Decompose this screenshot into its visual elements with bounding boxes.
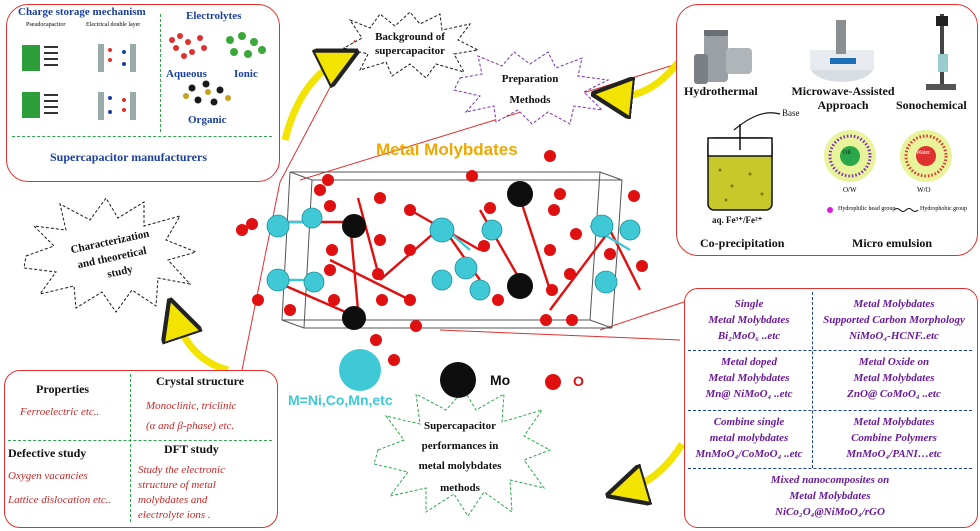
mixed-2: Metal Molybdates — [789, 490, 871, 502]
head-group-label: Hydrophilic head group — [838, 206, 896, 212]
oxide-3: ZnO@ CoMoO₄ ..etc — [847, 388, 941, 400]
water-label: Water — [916, 150, 931, 156]
ionic-label: Ionic — [234, 68, 258, 80]
microwave-icon — [810, 20, 874, 82]
hydrothermal-icon — [694, 30, 752, 84]
characterization-burst — [23, 197, 198, 313]
vacancies-label: Oxygen vacancies — [8, 470, 88, 482]
manufacturers-label: Supercapacitor manufacturers — [50, 150, 207, 164]
mo-atom-label: Mo — [490, 372, 511, 388]
materials-h-divider-2 — [688, 410, 972, 411]
mo-atom-icon — [440, 362, 476, 398]
dft-desc-4: electrolyte ions . — [138, 509, 211, 521]
dft-desc-2: structure of metal — [138, 479, 216, 491]
tail-group-label: Hydrophobic group — [920, 206, 968, 212]
single-3: Bi₂MoO₆ ..etc — [717, 330, 781, 342]
arrow-characterization — [176, 318, 229, 374]
ferroelectric-label: Ferroelectric etc.. — [20, 406, 100, 418]
carbon-2: Supported Carbon Morphology — [823, 314, 965, 326]
performance-label-1: Supercapacitor — [424, 420, 496, 432]
single-2: Metal Molybdates — [708, 314, 790, 326]
ow-label: O/W — [843, 186, 857, 194]
performance-label-4: methods — [440, 482, 480, 494]
base-label: Base — [782, 108, 800, 118]
hydrothermal-label: Hydrothermal — [684, 84, 758, 98]
doped-3: Mn@ NiMoO₄ ..etc — [705, 388, 793, 400]
mechanism-separator — [12, 136, 272, 137]
single-1: Single — [734, 298, 764, 310]
microwave-label-2: Approach — [817, 98, 869, 112]
dft-desc-1: Study the electronic — [138, 464, 225, 476]
mixed-1: Mixed nanocomposites on — [770, 474, 890, 486]
microemulsion-icon — [824, 130, 952, 213]
aqueous-label: Aqueous — [166, 68, 207, 80]
combine-single-1: Combine single — [713, 416, 785, 428]
sonochemical-label: Sonochemical — [896, 98, 967, 112]
preparation-label-1: Preparation — [501, 73, 559, 85]
dft-label: DFT study — [164, 442, 219, 456]
arrow-performance — [626, 442, 685, 490]
combine-single-2: metal molybdates — [709, 432, 789, 444]
dft-desc-3: molybdates and — [138, 494, 208, 506]
carbon-1: Metal Molybdates — [853, 298, 935, 310]
dislocation-label: Lattice dislocation etc.. — [8, 494, 112, 506]
crystal-label: Crystal structure — [156, 374, 245, 388]
doped-2: Metal Molybdates — [708, 372, 790, 384]
polymers-3: MnMoO₄/PANI…etc — [846, 448, 942, 460]
char-v-divider — [130, 374, 131, 522]
coprecipitation-icon — [707, 112, 781, 211]
materials-h-divider-1 — [688, 350, 972, 351]
crystal-desc-1: Monoclinic, triclinic — [146, 400, 237, 412]
edl-label: Electrical double layer — [86, 22, 141, 28]
background-label-1: Background of — [375, 31, 445, 43]
solution-label: aq. Fe³⁺/Fe²⁺ — [712, 215, 763, 225]
properties-label: Properties — [36, 382, 90, 396]
performance-burst — [373, 389, 552, 517]
char-h-divider — [8, 440, 272, 441]
electrode-illustrations — [22, 44, 136, 120]
mechanism-divider — [160, 14, 161, 132]
crystal-structure — [236, 150, 648, 366]
microwave-label-1: Microwave-Assisted — [791, 84, 895, 98]
pseudocapacitor-label: Pseudocapacitor — [26, 22, 66, 28]
organic-label: Organic — [188, 114, 227, 126]
materials-h-divider-3 — [688, 468, 972, 469]
characterization-box — [4, 370, 278, 528]
charge-storage-title: Charge storage mechanism — [18, 6, 146, 18]
m-atom-icon — [339, 349, 381, 391]
coprecipitation-label: Co-precipitation — [700, 236, 785, 250]
sonochemical-icon — [926, 14, 956, 90]
crystal-desc-2: (α and β-phase) etc. — [146, 420, 235, 432]
oxide-1: Metal Oxide on — [858, 356, 930, 368]
doped-1: Metal doped — [721, 356, 777, 368]
combine-single-3: MnMoO₄/CoMoO₄ ..etc — [695, 448, 803, 460]
polymers-2: Combine Polymers — [851, 432, 937, 444]
carbon-3: NiMoO₄-HCNF..etc — [849, 330, 939, 342]
oil-label: Oil — [843, 150, 851, 156]
defective-label: Defective study — [8, 446, 87, 460]
m-atom-label: M=Ni,Co,Mn,etc — [288, 392, 393, 408]
mechanism-box — [6, 4, 280, 182]
o-atom-icon — [545, 374, 561, 390]
electrolytes-title: Electrolytes — [186, 10, 242, 22]
o-atom-label: O — [573, 373, 584, 389]
arrow-background — [281, 60, 340, 141]
diagram-title: Metal Molybdates — [376, 140, 518, 159]
polymers-1: Metal Molybdates — [853, 416, 935, 428]
oxide-2: Metal Molybdates — [853, 372, 935, 384]
materials-box — [684, 288, 978, 528]
performance-label-2: performances in — [421, 440, 499, 452]
performance-label-3: metal molybdates — [418, 460, 502, 472]
atom-legend-icons — [339, 349, 561, 398]
materials-v-divider — [812, 292, 813, 468]
wo-label: W/O — [917, 186, 931, 194]
electrolyte-particles — [169, 32, 266, 106]
preparation-label-2: Methods — [509, 94, 551, 106]
mixed-3: NiCo₂O₄@NiMoO₄/rGO — [775, 506, 885, 518]
background-label-2: supercapacitor — [374, 45, 446, 57]
preparation-illustrations — [694, 14, 956, 213]
arrow-preparation — [612, 57, 683, 96]
microemulsion-label: Micro emulsion — [852, 236, 933, 250]
